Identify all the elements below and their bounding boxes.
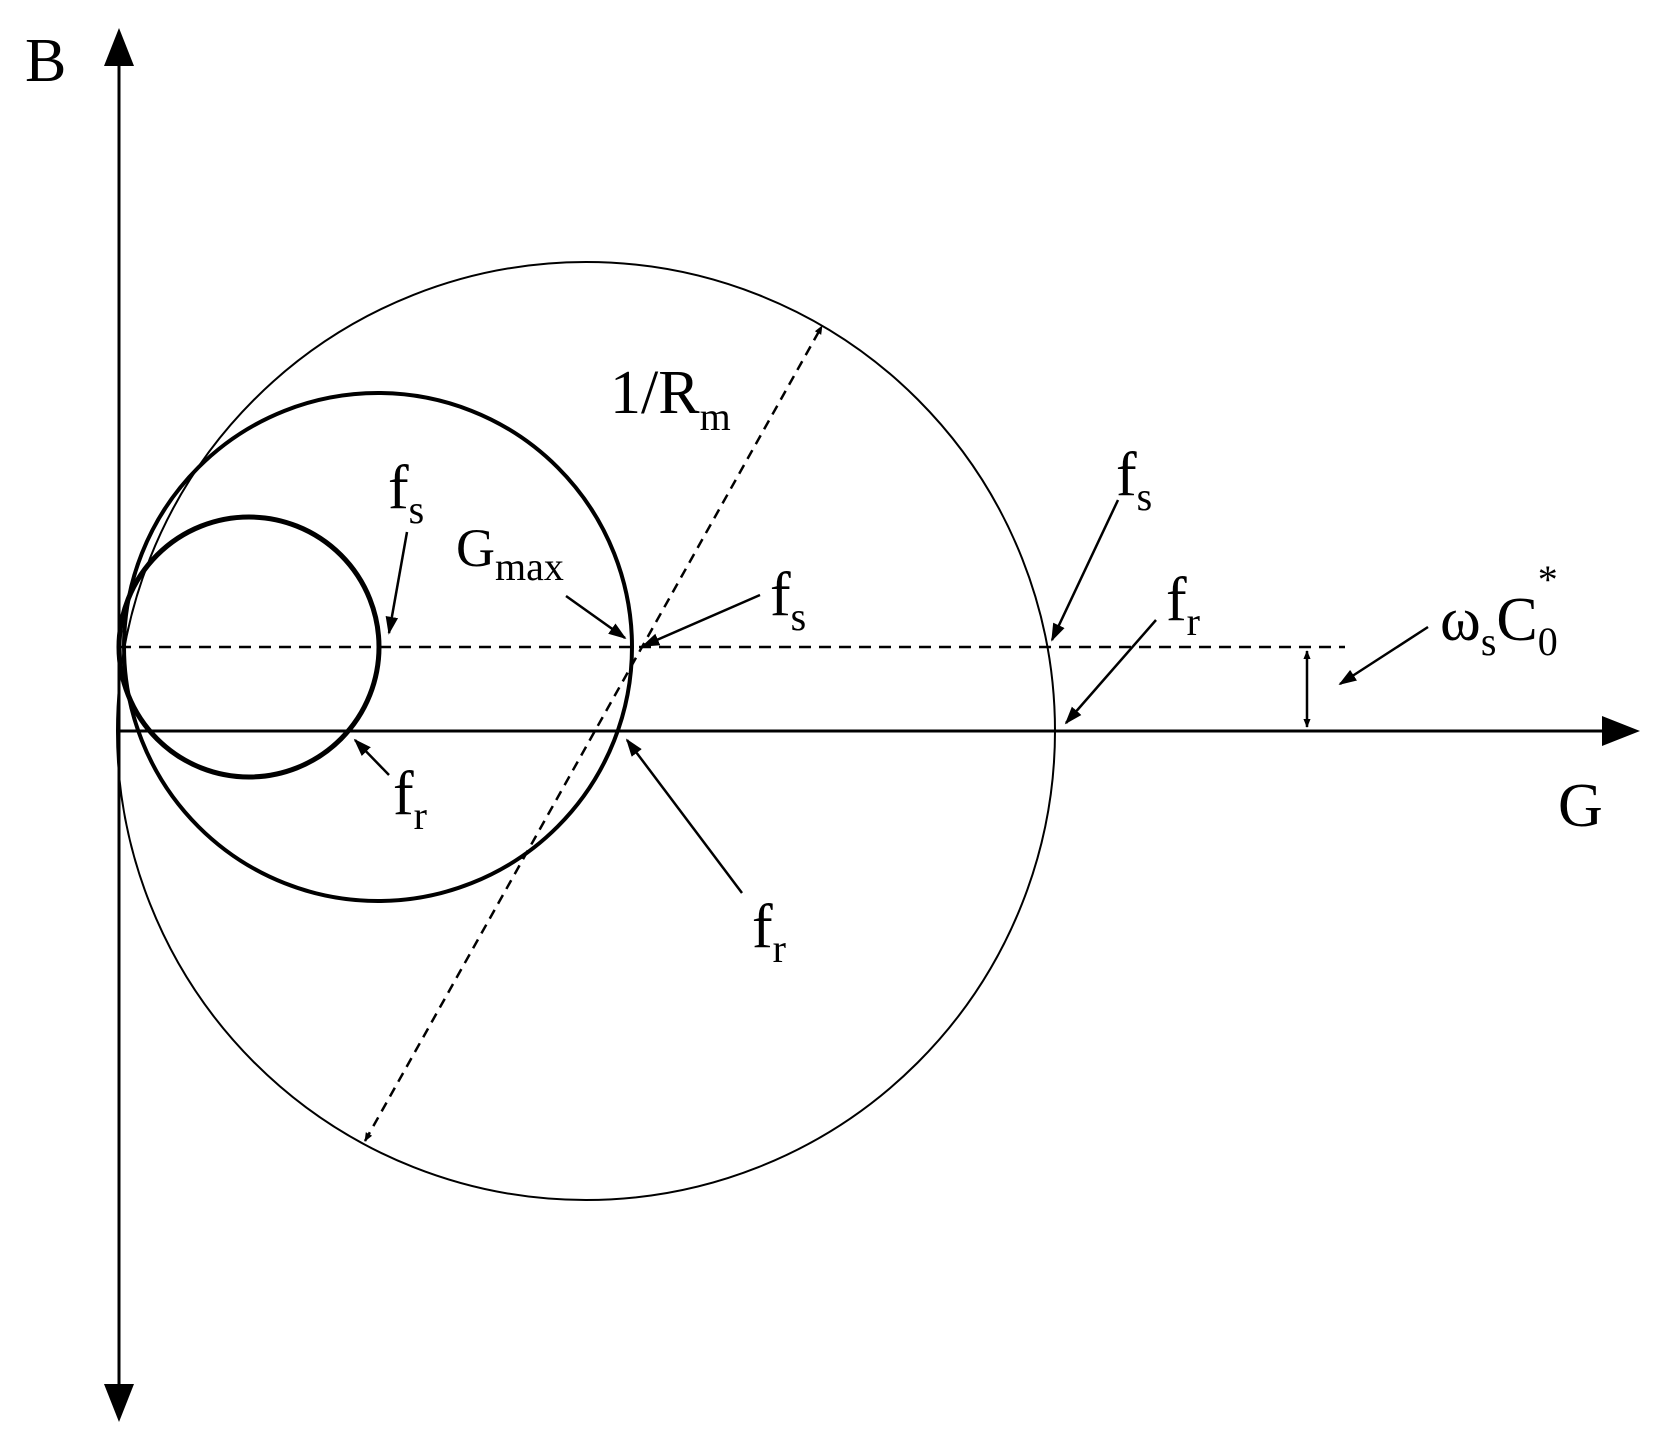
diameter-dashed-line [363, 325, 824, 1142]
fs-mid-label: fs [770, 561, 806, 639]
pointer-fs-mid [641, 593, 761, 648]
pointer-fr-large [1064, 619, 1157, 725]
omega-c0-label: ωsC0* [1440, 557, 1558, 664]
y-axis-label: B [25, 27, 66, 95]
g-axis-arrow [1602, 716, 1640, 746]
fr-large-label: fr [1166, 566, 1200, 644]
pointer-fr-mid [625, 738, 743, 894]
gmax-label: Gmax [456, 518, 564, 589]
pointer-fs-small [385, 531, 409, 635]
fs-large-label: fs [1116, 441, 1152, 519]
fs-small-label: fs [388, 454, 424, 532]
pointer-fs-large [1050, 499, 1120, 642]
x-axis-label: G [1558, 772, 1603, 840]
pointer-gmax [565, 594, 627, 640]
pointer-fr-small [353, 738, 390, 776]
fr-mid-label: fr [752, 893, 786, 971]
pointer-omega [1338, 625, 1429, 686]
fr-small-label: fr [393, 760, 427, 838]
b-axis-arrow-bottom [104, 1384, 134, 1422]
b-axis-arrow-top [104, 28, 134, 66]
large-circle [116, 261, 1056, 1201]
inv-rm-label: 1/Rm [610, 359, 731, 439]
